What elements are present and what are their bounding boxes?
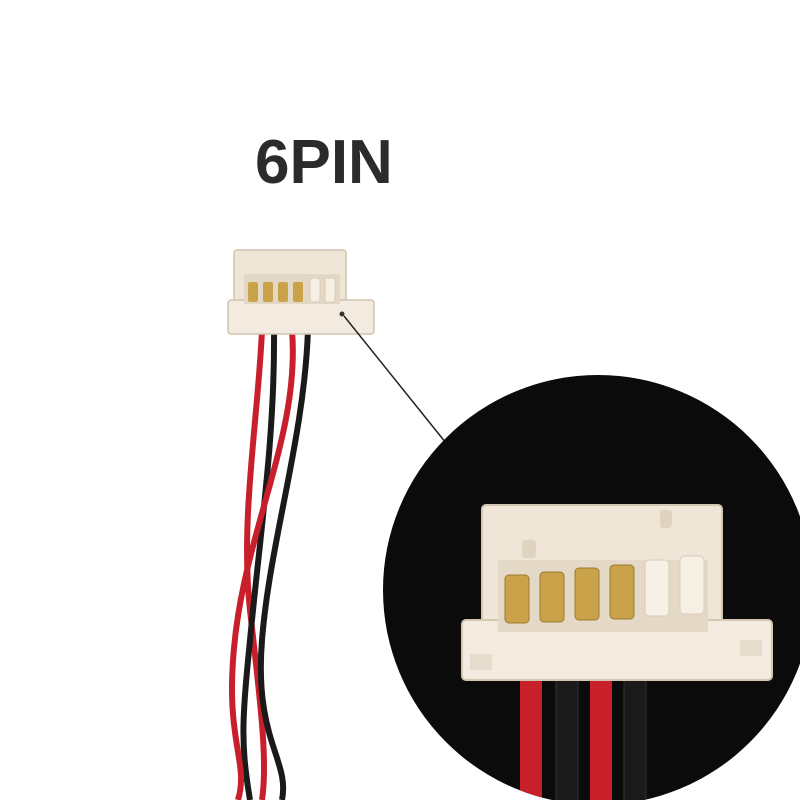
- wire-bundle: [228, 329, 311, 800]
- zoom-contacts: [504, 555, 705, 624]
- small-contacts: [248, 277, 336, 303]
- zoom-detail-circle: [383, 375, 800, 800]
- callout-line: [343, 315, 451, 449]
- pin-count-label: 6PIN: [255, 128, 393, 197]
- small-connector: [227, 249, 375, 335]
